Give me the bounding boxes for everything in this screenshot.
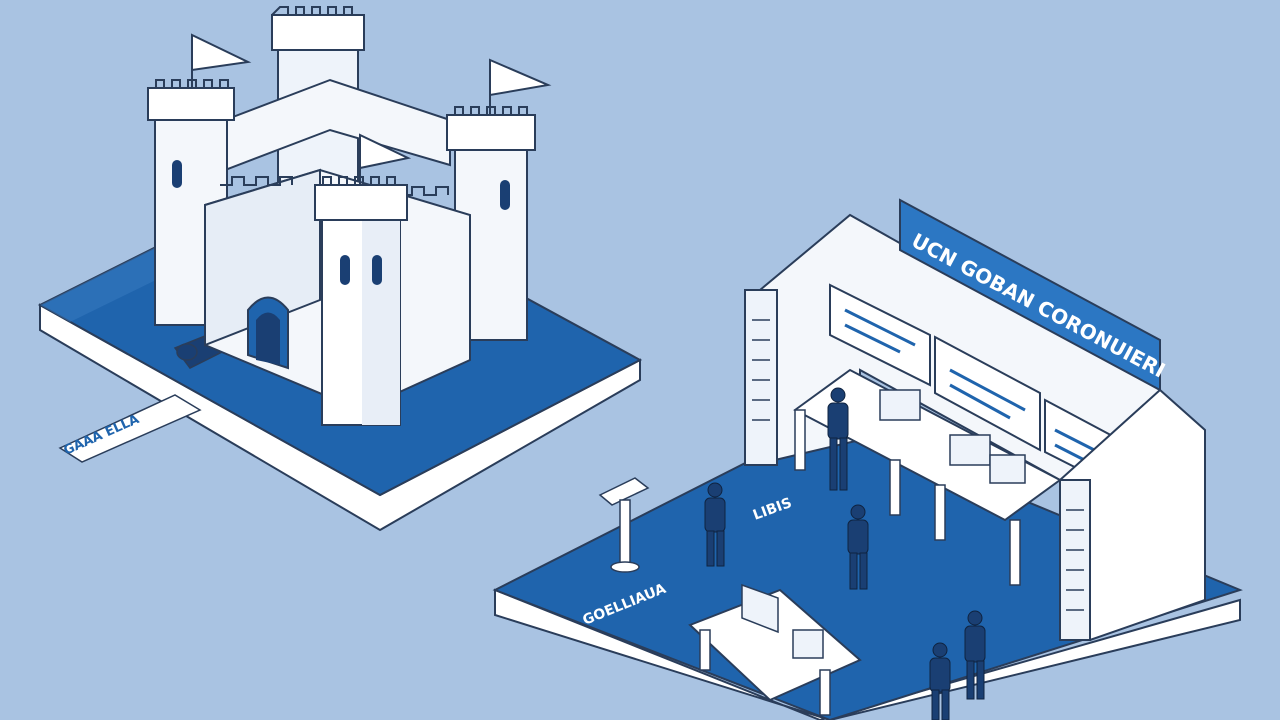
- castle-path-ribbon: [58, 394, 202, 463]
- flag-left: [191, 33, 252, 72]
- person-4: [964, 610, 986, 700]
- booth-pillar-left: [744, 289, 778, 466]
- person-3: [847, 504, 869, 590]
- booth-display-table: [688, 583, 862, 716]
- person-5: [929, 642, 951, 720]
- booth-screen-1: [829, 283, 931, 387]
- booth-kiosk: [598, 477, 650, 573]
- flag-front: [359, 133, 412, 170]
- flag-right: [489, 58, 552, 97]
- booth-island: UCN GOBAN CORONUIERI: [492, 198, 1243, 720]
- castle-tower-front: [314, 133, 412, 426]
- booth-screen-2: [934, 335, 1041, 452]
- booth-platform-side: [494, 588, 1241, 720]
- person-1: [827, 387, 849, 491]
- person-2: [704, 482, 726, 567]
- castle-island: GAAA ELLA: [37, 6, 643, 532]
